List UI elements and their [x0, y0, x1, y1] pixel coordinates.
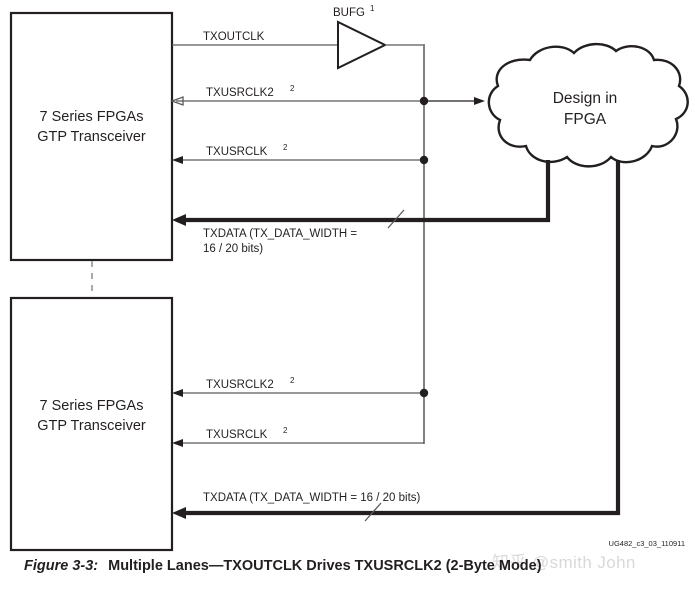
txusrclk2-bottom-arrowhead	[172, 389, 183, 397]
txusrclk2-bottom-superscript: 2	[290, 376, 295, 385]
txdata-top-arrowhead	[172, 214, 186, 226]
bufg-triangle	[337, 20, 388, 70]
clock-to-cloud-arrowhead	[474, 97, 485, 105]
txdata-bottom-bus	[180, 160, 621, 516]
block-lane-top-label-line2: GTP Transceiver	[37, 129, 146, 145]
junction-dot-txusrclk2-bottom	[419, 388, 429, 398]
txdata-bottom-bus-slash	[364, 502, 382, 522]
txusrclk-top-superscript: 2	[283, 143, 288, 152]
bufg-superscript: 1	[370, 4, 375, 13]
txusrclk2-bottom-label: TXUSRCLK2	[206, 379, 274, 391]
txdata-top-label-line1: TXDATA (TX_DATA_WIDTH =	[203, 228, 357, 240]
txusrclk2-top-superscript: 2	[290, 84, 295, 93]
txusrclk2-top-arrowhead	[170, 96, 184, 106]
txdata-top-bus-slash	[387, 209, 405, 229]
txusrclk-top-label: TXUSRCLK	[206, 146, 268, 158]
junction-dot-txusrclk-top	[419, 155, 429, 165]
design-in-fpga-cloud	[487, 42, 689, 168]
txdata-bottom-label: TXDATA (TX_DATA_WIDTH = 16 / 20 bits)	[203, 492, 421, 504]
txdata-top-label-line2: 16 / 20 bits)	[203, 243, 263, 255]
txdata-bottom-arrowhead	[172, 507, 186, 519]
figure-title: Multiple Lanes—TXOUTCLK Drives TXUSRCLK2…	[108, 558, 542, 574]
cloud-label-line1: Design in	[553, 90, 618, 107]
txusrclk2-top-label: TXUSRCLK2	[206, 87, 274, 99]
txusrclk-bottom-label: TXUSRCLK	[206, 429, 268, 441]
block-lane-bottom-label-line1: 7 Series FPGAs	[40, 398, 144, 414]
txusrclk-top-arrowhead	[172, 156, 183, 164]
figure-number: Figure 3-3:	[24, 558, 99, 574]
cloud-label-line2: FPGA	[564, 111, 607, 128]
bufg-label: BUFG	[333, 7, 365, 19]
txusrclk-bottom-arrowhead	[172, 439, 183, 447]
block-lane-bottom	[9, 296, 174, 552]
document-code: UG482_c3_03_110911	[609, 539, 685, 548]
txoutclk-label: TXOUTCLK	[203, 31, 265, 43]
block-lane-bottom-label-line2: GTP Transceiver	[37, 418, 146, 434]
block-lane-top-label-line1: 7 Series FPGAs	[40, 109, 144, 125]
txdata-top-bus	[180, 160, 551, 223]
txusrclk-bottom-superscript: 2	[283, 426, 288, 435]
block-lane-top	[9, 11, 174, 262]
figure-caption: Figure 3-3: Multiple Lanes—TXOUTCLK Driv…	[0, 558, 695, 588]
